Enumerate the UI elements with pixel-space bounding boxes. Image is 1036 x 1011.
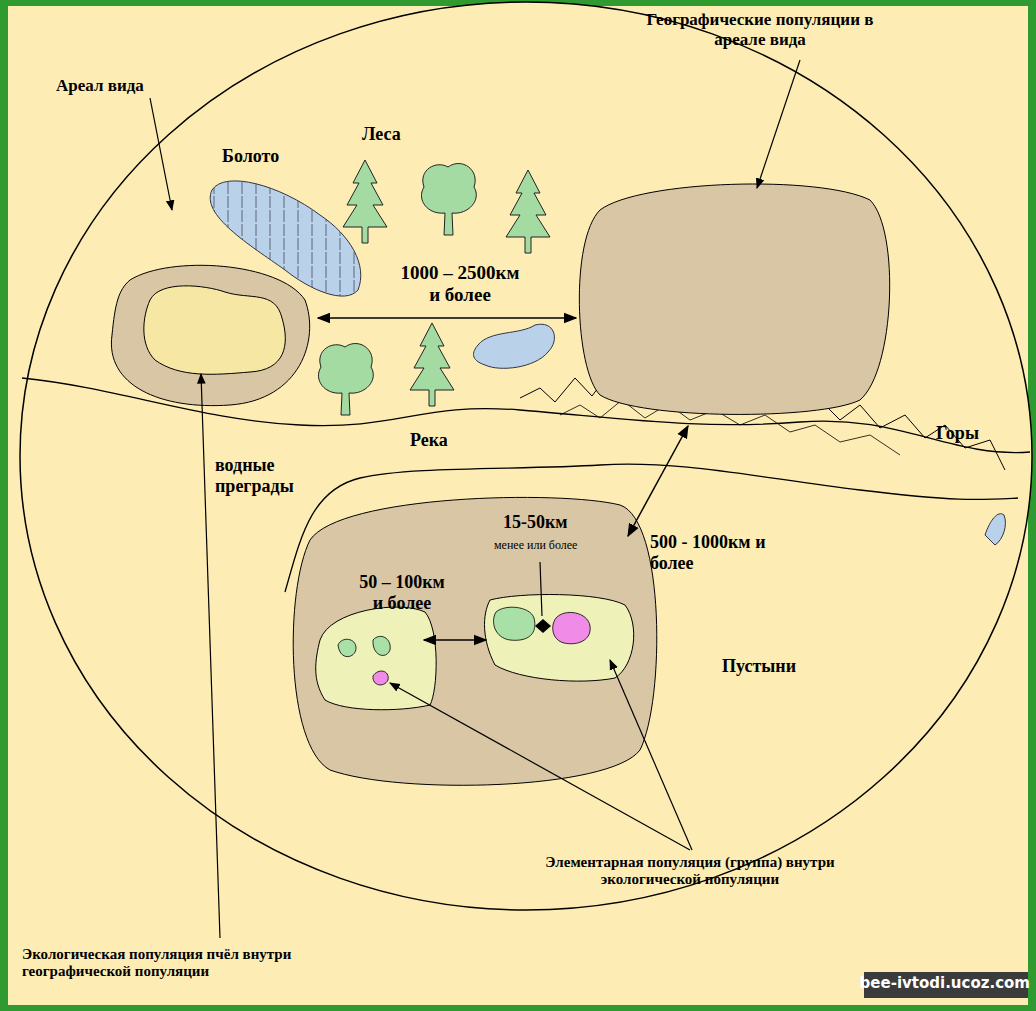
caption: Элементарная популяция (группа) внутри э… [545,854,835,889]
distance-label: 1000 – 2500км и более [398,262,522,306]
distance-label: 15-50км [503,512,568,533]
place-name: Болото [222,146,279,167]
distance-label: 500 - 1000км и более [650,532,775,573]
place-name: Река [410,430,448,451]
place-name: Пустыни [722,656,796,677]
place-name: Горы [936,423,979,444]
distance-note: менее или более [494,539,577,553]
watermark: bee-ivtodi.ucoz.com [860,975,1030,992]
place-name: Леса [362,124,401,145]
caption: Географические популяции в ареале вида [645,10,875,49]
range-label: Ареал вида [56,76,144,96]
caption: Экологическая популяция пчёл внутри геог… [22,946,292,981]
distance-label: 50 – 100км и более [352,572,452,613]
place-name: водные преграды [215,455,310,496]
